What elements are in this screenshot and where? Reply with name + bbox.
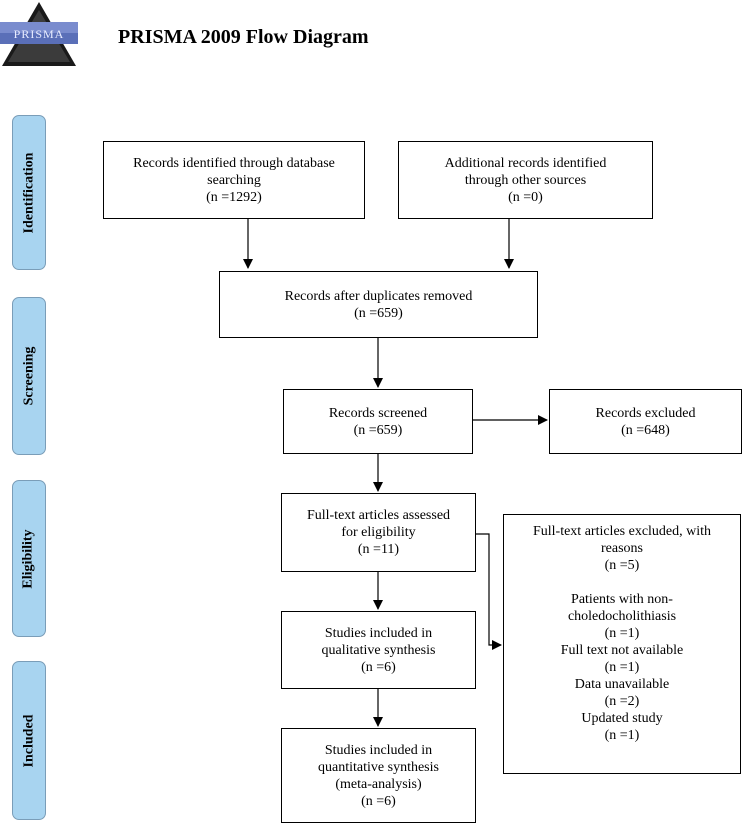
prisma-logo: PRISMA [0, 0, 78, 70]
arrow-fulltext-to-excluded-reasons [476, 533, 502, 650]
reason-full-text-unavailable: Full text not available [560, 643, 684, 658]
box-fulltext-assessed: Full-text articles assessed for eligibil… [281, 493, 476, 572]
phase-included: Included [12, 661, 46, 820]
reason-data-unavailable: Data unavailable [574, 677, 670, 692]
box-other-sources: Additional records identified through ot… [398, 141, 653, 219]
box-database-records: Records identified through database sear… [103, 141, 365, 219]
reason-updated-study: Updated study [581, 711, 663, 726]
phase-screening: Screening [12, 297, 46, 455]
box-duplicates-removed: Records after duplicates removed (n =659… [219, 271, 538, 338]
phase-identification: Identification [12, 115, 46, 270]
box-quantitative-synthesis: Studies included in quantitative synthes… [281, 728, 476, 823]
box-records-excluded: Records excluded (n =648) [549, 389, 742, 454]
svg-text:PRISMA: PRISMA [14, 27, 65, 41]
box-qualitative-synthesis: Studies included in qualitative synthesi… [281, 611, 476, 689]
page-title: PRISMA 2009 Flow Diagram [118, 26, 369, 48]
box-records-screened: Records screened (n =659) [283, 389, 473, 454]
reason-non-choledocholithiasis: Patients with non- [571, 592, 673, 607]
box-fulltext-excluded: Full-text articles excluded, with reason… [503, 514, 741, 774]
phase-eligibility: Eligibility [12, 480, 46, 637]
